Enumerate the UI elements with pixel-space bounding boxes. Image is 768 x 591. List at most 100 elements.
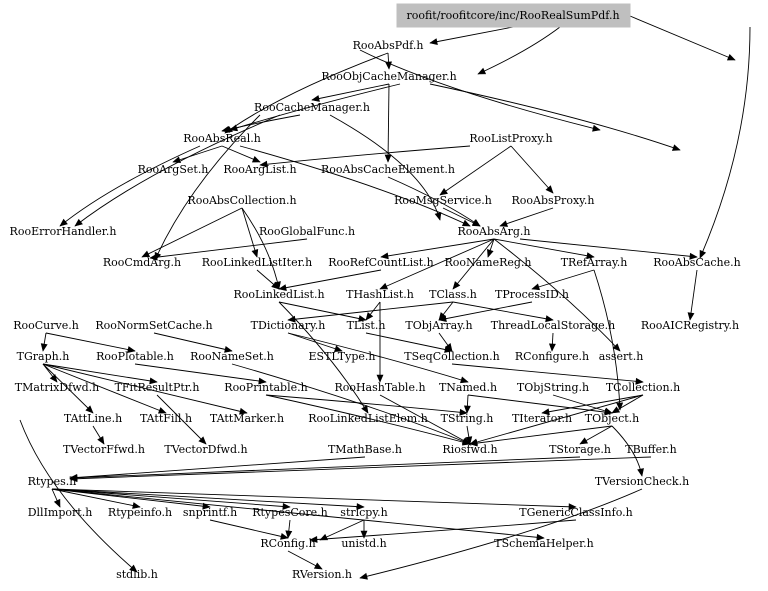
edge-arrowhead: [380, 252, 389, 260]
edge-arrowhead: [282, 503, 291, 510]
dependency-edge: [19, 419, 138, 573]
node-rooprintable: RooPrintable.h: [224, 381, 307, 394]
dependency-edge: [149, 238, 308, 259]
dependency-edge: [365, 332, 453, 352]
edge-arrowhead: [132, 502, 141, 509]
edge-arrowhead: [471, 219, 481, 227]
node-tschemahelper: TSchemaHelper.h: [494, 537, 593, 550]
dependency-edge: [51, 488, 141, 508]
edge-arrowhead: [545, 185, 554, 194]
dependency-edge: [380, 238, 495, 258]
edge-arrowhead: [463, 405, 471, 414]
root-node-highlight: [396, 3, 631, 28]
node-tfitresultptr: TFitResultPtr.h: [115, 381, 200, 394]
node-rooarglist: RooArgList.h: [223, 163, 296, 176]
dependency-edge: [278, 301, 369, 414]
edge-arrowhead: [359, 572, 368, 580]
node-tgenericclassinfo: TGenericClassInfo.h: [519, 506, 632, 519]
dependency-edge: [241, 207, 280, 290]
node-rooobjcachemanager: RooObjCacheManager.h: [321, 70, 456, 83]
dependency-edge: [287, 332, 469, 383]
node-rtypescore: RtypesCore.h: [252, 506, 328, 519]
node-titerator: TIterator.h: [512, 412, 572, 425]
edge-arrowhead: [459, 408, 468, 416]
dependency-edge: [51, 488, 291, 508]
node-stdlib: stdlib.h: [116, 568, 158, 581]
dependency-edge: [231, 363, 471, 445]
dependency-edge: [51, 488, 545, 539]
node-tobjstring: TObjString.h: [517, 381, 589, 394]
dependency-edge: [209, 519, 289, 539]
node-roocachemanager: RooCacheManager.h: [254, 101, 370, 114]
dependency-edge: [229, 83, 401, 131]
edge-arrowhead: [477, 67, 487, 75]
edge-arrowhead: [358, 315, 367, 322]
dependency-edge: [493, 238, 621, 352]
node-tattfill: TAttFill.h: [140, 412, 192, 425]
graph-nodes: roofit/roofitcore/inc/RooRealSumPdf.h Ro…: [10, 3, 741, 581]
node-rtypeinfo: Rtypeinfo.h: [108, 506, 172, 519]
dependency-edge: [239, 145, 471, 227]
dependency-edges: [19, 15, 751, 580]
node-rooaicregistry: RooAICRegistry.h: [641, 319, 739, 332]
edge-arrowhead: [637, 468, 644, 477]
edge-arrowhead: [313, 562, 323, 570]
edge-arrowhead: [309, 536, 318, 543]
edge-arrowhead: [157, 407, 167, 414]
edge-arrowhead: [536, 533, 545, 541]
edge-arrowhead: [460, 376, 469, 384]
edge-arrowhead: [487, 248, 494, 258]
edge-arrowhead: [687, 312, 695, 321]
node-unistd: unistd.h: [341, 537, 386, 550]
node-tmatrixdfwd: TMatrixDfwd.h: [15, 381, 100, 394]
node-rooabsarg: RooAbsArg.h: [458, 225, 531, 238]
node-roorefcountlist: RooRefCountList.h: [328, 256, 434, 269]
edge-arrowhead: [141, 250, 151, 258]
dependency-edge: [224, 52, 389, 134]
node-rooabscollection: RooAbsCollection.h: [187, 194, 296, 207]
edge-arrowhead: [429, 38, 438, 46]
dependency-edge: [359, 49, 601, 131]
dependency-edge: [154, 114, 261, 261]
node-tnamed: TNamed.h: [439, 381, 497, 394]
edge-arrowhead: [221, 125, 230, 133]
edge-arrowhead: [285, 530, 293, 539]
edge-arrowhead: [499, 220, 509, 227]
edge-arrowhead: [612, 343, 621, 352]
dependency-edge: [51, 488, 365, 508]
dependency-edge: [429, 83, 681, 151]
edge-arrowhead: [452, 281, 461, 290]
node-roocmdarg: RooCmdArg.h: [103, 256, 181, 269]
edge-arrowhead: [671, 144, 681, 151]
dependency-edge: [309, 519, 577, 541]
dependency-edge: [541, 394, 644, 414]
node-roolinkedlistelem: RooLinkedListElem.h: [308, 412, 428, 425]
node-tvectorffwd: TVectorFfwd.h: [63, 443, 145, 456]
dependency-edge: [452, 301, 554, 321]
dependency-edge: [629, 15, 736, 61]
node-rconfigure: RConfigure.h: [515, 350, 589, 363]
edge-arrowhead: [360, 530, 368, 539]
edge-arrowhead: [611, 406, 621, 414]
dependency-edge: [59, 145, 201, 227]
node-dllimport: DllImport.h: [28, 506, 93, 519]
dependency-edge: [69, 456, 581, 479]
dependency-edge: [42, 363, 248, 414]
edge-arrowhead: [439, 188, 448, 196]
edge-arrowhead: [224, 345, 233, 353]
edge-arrowhead: [59, 218, 68, 227]
dependency-edge: [379, 238, 495, 290]
node-tobject: TObject.h: [585, 412, 639, 425]
edge-arrowhead: [586, 252, 595, 260]
dependency-edge: [265, 394, 471, 445]
dependency-edge: [467, 394, 613, 414]
node-roohashtable: RooHashTable.h: [334, 381, 425, 394]
dependency-edge: [359, 488, 643, 579]
node-rooabsreal: RooAbsReal.h: [183, 132, 261, 145]
dependency-edge: [329, 114, 441, 221]
edge-arrowhead: [74, 218, 83, 227]
node-rtypes: Rtypes.h: [28, 475, 77, 488]
dependency-edge: [69, 456, 652, 480]
edge-arrowhead: [85, 405, 94, 414]
